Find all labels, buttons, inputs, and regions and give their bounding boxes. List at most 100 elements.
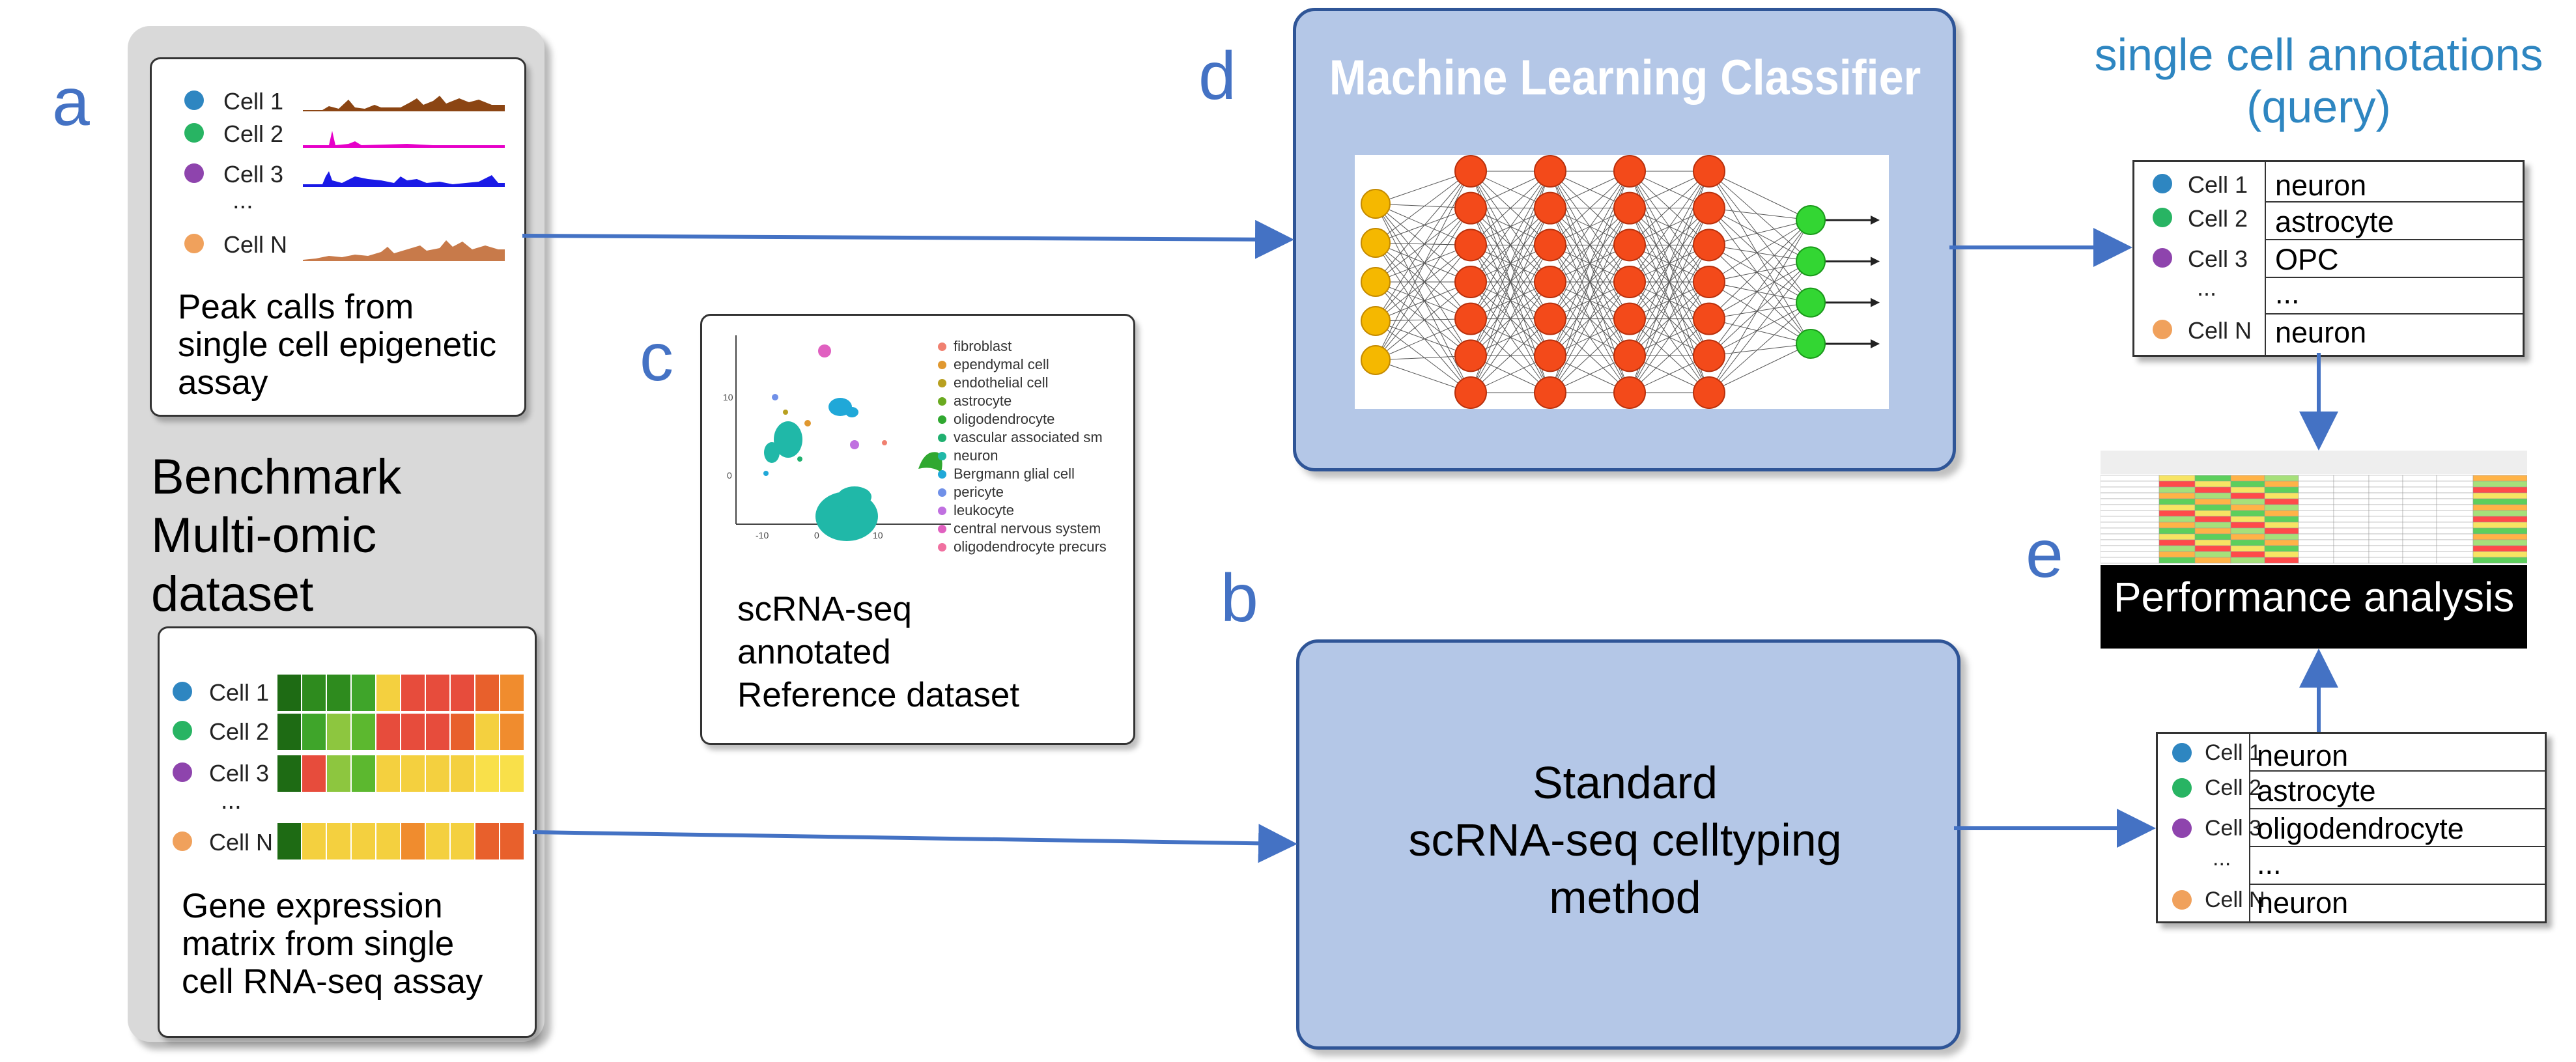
nn-node bbox=[1796, 205, 1826, 235]
heatmap-cell bbox=[302, 755, 326, 792]
perf-cell bbox=[2194, 486, 2231, 494]
perf-cell bbox=[2402, 551, 2437, 558]
std-cell-n-dot bbox=[2172, 890, 2192, 910]
nn-edge bbox=[1375, 244, 1471, 283]
query-cell-2-dot bbox=[2153, 208, 2172, 227]
perf-cell bbox=[2230, 475, 2265, 482]
perf-cell bbox=[2333, 492, 2370, 499]
perf-cell bbox=[2436, 510, 2474, 517]
legend-dot bbox=[938, 415, 946, 424]
heatmap-cell bbox=[277, 713, 302, 751]
nn-edge bbox=[1708, 343, 1811, 356]
std-cell-ellipsis: ... bbox=[2213, 846, 2231, 871]
cluster-oligodendrocyte bbox=[918, 452, 942, 472]
legend-label: Bergmann glial cell bbox=[954, 466, 1075, 482]
cluster-small-2 bbox=[797, 456, 802, 462]
nn-node bbox=[1613, 229, 1646, 262]
row-line bbox=[2265, 239, 2523, 240]
std-cell-2-dot bbox=[2172, 778, 2192, 798]
nn-edge bbox=[1708, 261, 1811, 393]
perf-cell bbox=[2472, 504, 2528, 511]
nn-edge bbox=[1550, 171, 1630, 245]
query-label-n: neuron bbox=[2275, 316, 2367, 349]
cell-3-dot bbox=[173, 762, 192, 782]
perf-cell bbox=[2264, 557, 2299, 564]
perf-cell bbox=[2158, 539, 2196, 546]
legend-dot bbox=[938, 470, 946, 479]
perf-cell bbox=[2230, 481, 2265, 488]
heatmap-cell bbox=[425, 755, 450, 792]
legend-label: pericyte bbox=[954, 484, 1004, 500]
heatmap-cell bbox=[401, 674, 425, 712]
cluster-astro-teal-2 bbox=[764, 442, 780, 463]
perf-cell bbox=[2402, 486, 2437, 494]
legend-label: fibroblast bbox=[954, 338, 1012, 354]
heatmap-cell bbox=[425, 822, 450, 860]
nn-node bbox=[1613, 376, 1646, 409]
nn-node bbox=[1796, 329, 1826, 359]
peak-track-2 bbox=[303, 131, 505, 148]
perf-cell bbox=[2436, 498, 2474, 505]
nn-node bbox=[1693, 266, 1725, 298]
nn-output-arrowhead bbox=[1871, 257, 1880, 266]
legend-dot bbox=[938, 361, 946, 369]
perf-cell bbox=[2368, 539, 2403, 546]
nn-node bbox=[1361, 189, 1391, 219]
panel-letter-a: a bbox=[52, 64, 90, 140]
peak-track-n bbox=[303, 240, 505, 261]
nn-node bbox=[1454, 191, 1487, 225]
nn-edge bbox=[1375, 318, 1471, 361]
perf-cell bbox=[2472, 516, 2528, 523]
query-label-1: neuron bbox=[2275, 169, 2367, 202]
heatmap-cell bbox=[401, 822, 425, 860]
perf-cell bbox=[2230, 533, 2265, 540]
cluster-small bbox=[763, 471, 769, 476]
legend-label: endothelial cell bbox=[954, 374, 1049, 391]
peak-calls-card: Cell 1 Cell 2 Cell 3 ... Cell N Peak cal… bbox=[150, 57, 526, 417]
perf-cell bbox=[2333, 533, 2370, 540]
perf-cell bbox=[2436, 516, 2474, 523]
nn-node bbox=[1693, 302, 1725, 335]
nn-edge bbox=[1375, 208, 1471, 322]
perf-cell bbox=[2264, 486, 2299, 494]
perf-cell bbox=[2194, 533, 2231, 540]
row-line bbox=[2249, 808, 2545, 809]
nn-node bbox=[1693, 339, 1725, 372]
perf-cell bbox=[2333, 539, 2370, 546]
perf-cell bbox=[2472, 522, 2528, 529]
perf-cell bbox=[2472, 481, 2528, 488]
nn-edge bbox=[1629, 281, 1710, 393]
cell-ellipsis: ... bbox=[221, 787, 242, 815]
legend-label: neuron bbox=[954, 447, 998, 464]
nn-edge bbox=[1629, 318, 1710, 393]
nn-edge bbox=[1708, 208, 1811, 344]
perf-cell bbox=[2194, 522, 2231, 529]
query-cell-n-dot bbox=[2153, 320, 2172, 339]
legend-label: oligodendrocyte precurs bbox=[954, 538, 1107, 555]
legend-dot bbox=[938, 488, 946, 497]
perf-cell bbox=[2298, 557, 2334, 564]
x-tick-10: 10 bbox=[873, 530, 883, 540]
cluster-central-nervous bbox=[818, 344, 831, 357]
heatmap-cell bbox=[500, 755, 524, 792]
nn-edge bbox=[1708, 244, 1811, 303]
nn-node bbox=[1454, 229, 1487, 262]
legend-label: oligodendrocyte bbox=[954, 411, 1055, 427]
peak-track-1 bbox=[303, 96, 505, 111]
perf-cell bbox=[2472, 486, 2528, 494]
nn-edge bbox=[1550, 245, 1630, 393]
perf-cell bbox=[2298, 533, 2334, 540]
perf-cell bbox=[2100, 557, 2160, 564]
perf-cell bbox=[2264, 475, 2299, 482]
nn-node bbox=[1454, 376, 1487, 409]
peak-calls-caption: Peak calls from single cell epigenetic a… bbox=[178, 288, 497, 402]
nn-node bbox=[1613, 339, 1646, 372]
nn-node bbox=[1693, 155, 1725, 188]
perf-cell bbox=[2100, 504, 2160, 511]
panel-letter-c: c bbox=[640, 320, 673, 395]
perf-cell bbox=[2368, 486, 2403, 494]
perf-cell bbox=[2158, 504, 2196, 511]
perf-cell bbox=[2100, 510, 2160, 517]
nn-node bbox=[1534, 266, 1566, 298]
perf-cell bbox=[2368, 475, 2403, 482]
